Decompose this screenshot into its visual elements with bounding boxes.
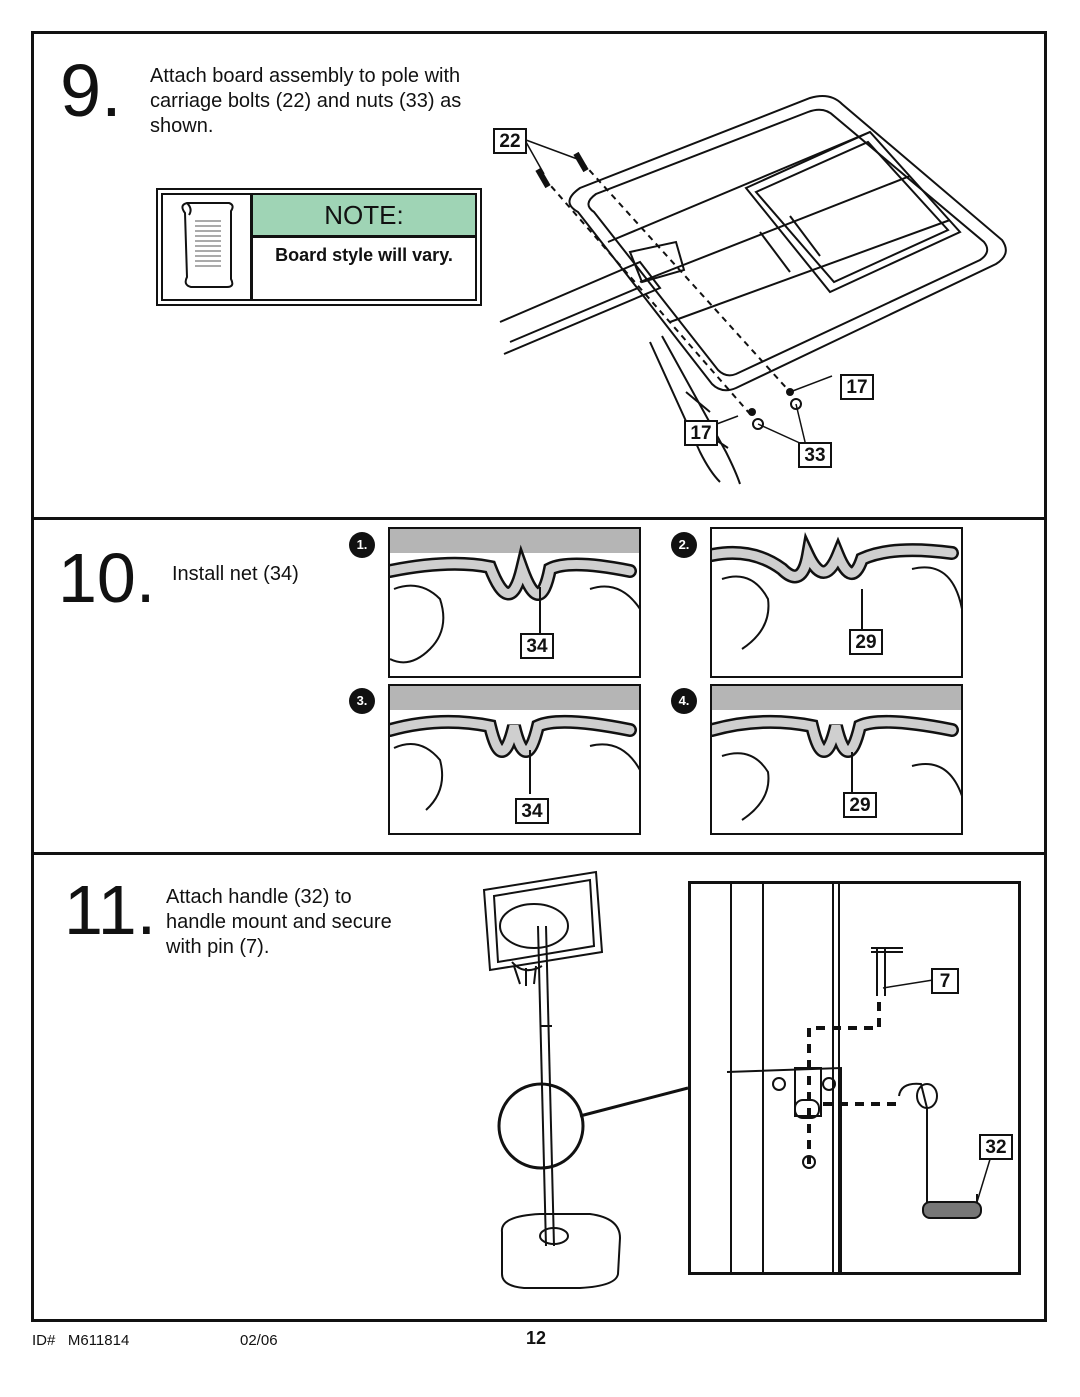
rim-band	[712, 686, 961, 710]
note-body: Board style will vary.	[275, 245, 453, 265]
note-icon	[163, 195, 253, 299]
step-11-number: 11.	[64, 871, 157, 949]
step-10-number: 10.	[58, 539, 156, 617]
step-9-instructions: Attach board assembly to pole with carri…	[150, 64, 461, 139]
rim-band	[390, 686, 639, 710]
net-loop-drawing	[712, 532, 961, 650]
step-9-number: 9.	[60, 49, 122, 132]
callout-34: 34	[515, 798, 549, 824]
document-id-label: ID#	[32, 1332, 56, 1349]
net-loop-drawing	[712, 714, 961, 821]
rim-band	[390, 529, 639, 553]
net-loop-drawing	[390, 544, 639, 664]
document-date: 02/06	[240, 1332, 278, 1349]
page-frame	[31, 31, 1047, 1322]
backboard-illustration	[499, 95, 1007, 485]
callout-32: 32	[979, 1134, 1013, 1160]
section-divider	[31, 852, 1047, 855]
hoop-illustration	[482, 870, 689, 1289]
callout-17: 17	[840, 374, 874, 400]
net-loop-drawing	[390, 714, 639, 811]
detail-box: 7 32	[688, 881, 1021, 1275]
step-9-line: Attach board assembly to pole with	[150, 65, 461, 87]
note-box: NOTE: Board style will vary.	[156, 188, 482, 306]
callout-17: 17	[684, 420, 718, 446]
net-panel-2: 29	[710, 527, 963, 678]
handle-detail-drawing	[726, 884, 992, 1272]
step-11-line: Attach handle (32) to	[166, 886, 352, 908]
callout-33: 33	[798, 442, 832, 468]
step-11-instructions: Attach handle (32) to handle mount and s…	[166, 885, 392, 960]
callout-29: 29	[843, 792, 877, 818]
net-panel-1: 34	[388, 527, 641, 678]
step-10-instructions: Install net (34)	[172, 563, 299, 585]
section-divider	[31, 517, 1047, 520]
step-11-line: with pin (7).	[166, 936, 270, 958]
callout-22: 22	[493, 128, 527, 154]
step-11-line: handle mount and secure	[166, 911, 392, 933]
callout-29: 29	[849, 629, 883, 655]
page-number: 12	[526, 1328, 547, 1348]
step-9-line: shown.	[150, 115, 214, 137]
callout-7: 7	[931, 968, 959, 994]
document-id: ID# M611814	[32, 1332, 129, 1349]
callout-34: 34	[520, 633, 554, 659]
document-id-value: M611814	[67, 1332, 130, 1349]
panel-badge: 3.	[349, 688, 375, 714]
net-panel-4: 29	[710, 684, 963, 835]
panel-badge: 1.	[349, 532, 375, 558]
net-panel-3: 34	[388, 684, 641, 835]
note-title: NOTE:	[253, 195, 475, 238]
panel-badge: 2.	[671, 532, 697, 558]
panel-badge: 4.	[671, 688, 697, 714]
step-9-line: carriage bolts (22) and nuts (33) as	[150, 90, 462, 112]
